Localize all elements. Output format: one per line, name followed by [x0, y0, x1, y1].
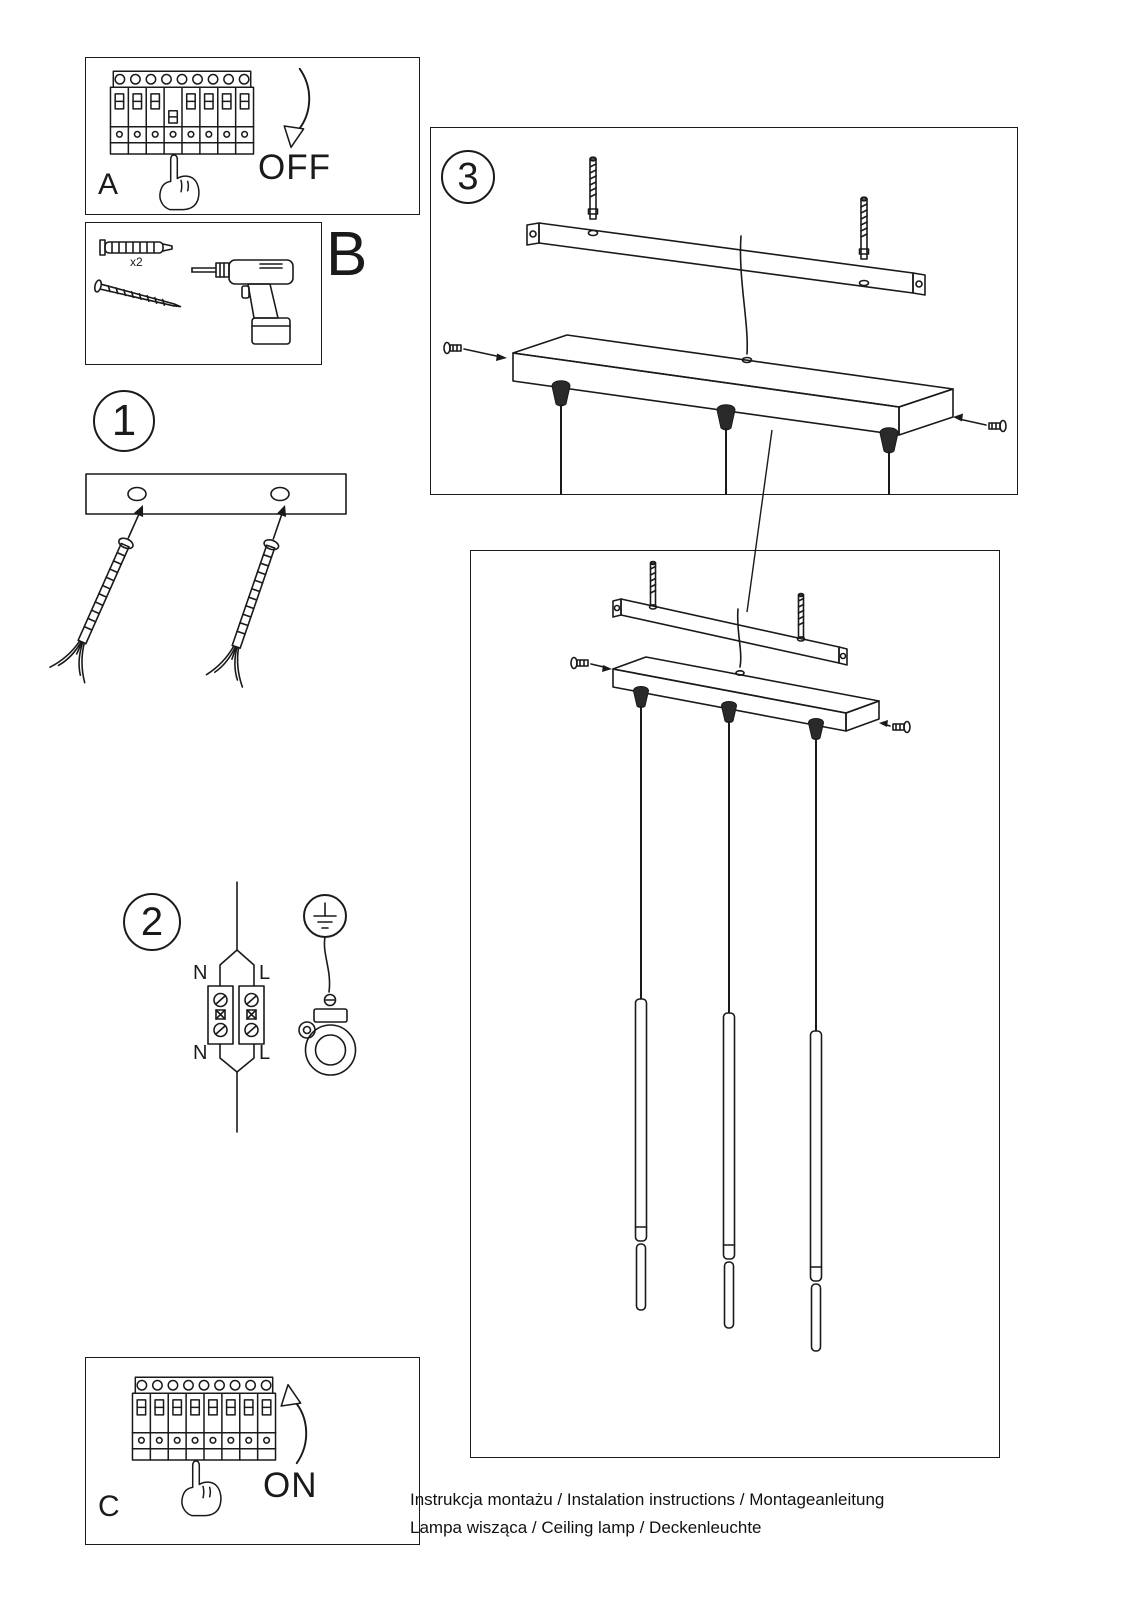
strain-reliefs — [632, 686, 825, 740]
pendant-tube-3 — [809, 1030, 823, 1352]
step-1-badge: 1 — [93, 390, 155, 452]
terminal-label-l-top: L — [259, 962, 271, 984]
side-screw-right — [879, 720, 911, 734]
tools-drawing — [93, 239, 294, 345]
hanger-bolt-left — [587, 156, 599, 220]
panel-a-box: OFF A — [85, 57, 420, 215]
hanger-bolt-right — [797, 592, 805, 638]
side-screw-left — [570, 656, 612, 672]
mounting-plate — [612, 598, 848, 666]
power-cable — [739, 235, 749, 355]
plug-count-label: x2 — [130, 255, 143, 269]
footer-line-2: Lampa wisząca / Ceiling lamp / Deckenleu… — [410, 1518, 762, 1537]
pendant-tube-1 — [634, 998, 648, 1311]
power-cable — [736, 608, 742, 668]
terminal-label-l-bottom: L — [259, 1042, 271, 1064]
step-2-badge: 2 — [123, 893, 181, 951]
mains-wire — [219, 881, 255, 1133]
footer-line-1: Instrukcja montażu / Instalation instruc… — [410, 1490, 885, 1509]
hanger-bolt-left — [649, 560, 657, 606]
mounting-bar — [85, 473, 347, 515]
ground-symbol-icon — [303, 894, 347, 938]
assembly-box — [470, 550, 1000, 1458]
screw-icon — [93, 279, 182, 308]
wall-anchor-right — [205, 505, 287, 688]
wall-plug-icon — [99, 239, 173, 256]
circuit-breaker-panel-drawing — [131, 1376, 277, 1517]
hand-icon — [159, 154, 200, 211]
panel-a-label: A — [98, 168, 119, 201]
panel-c-label: C — [98, 1490, 120, 1523]
circuit-breaker-panel-drawing — [109, 70, 255, 211]
step-3-badge: 3 — [441, 150, 495, 204]
off-label: OFF — [258, 148, 331, 187]
side-screw-left — [443, 341, 507, 361]
wiring-diagram — [207, 881, 357, 1133]
step-3-number: 3 — [457, 155, 479, 198]
on-label: ON — [263, 1466, 318, 1505]
canopy-body — [612, 656, 880, 732]
side-screw-right — [953, 413, 1007, 433]
terminal-label-n-bottom: N — [193, 1042, 208, 1064]
mounting-bracket-anchors-drawing — [49, 473, 347, 688]
step-3-box — [430, 127, 1018, 495]
hanger-bolt-right — [858, 196, 870, 260]
step-1-number: 1 — [111, 396, 137, 445]
cable-clamp — [298, 936, 357, 1076]
pendant-lamp-drawing — [570, 560, 911, 1352]
arrow-up-icon — [280, 1383, 308, 1465]
drill-icon — [191, 259, 294, 345]
panel-c-box: ON C — [85, 1357, 420, 1545]
terminal-label-n-top: N — [193, 962, 208, 984]
terminal-block — [207, 985, 265, 1045]
step-2-number: 2 — [140, 899, 164, 944]
pendant-tube-2 — [722, 1012, 736, 1329]
arrow-down-icon — [283, 67, 311, 149]
panel-b-label: B — [326, 220, 368, 289]
canopy-exploded-drawing — [443, 156, 1007, 495]
mounting-plate — [526, 222, 926, 296]
strain-reliefs — [551, 380, 899, 495]
hand-icon — [181, 1460, 222, 1517]
wall-anchor-left — [49, 505, 144, 684]
panel-b-box: x2 — [85, 222, 322, 365]
